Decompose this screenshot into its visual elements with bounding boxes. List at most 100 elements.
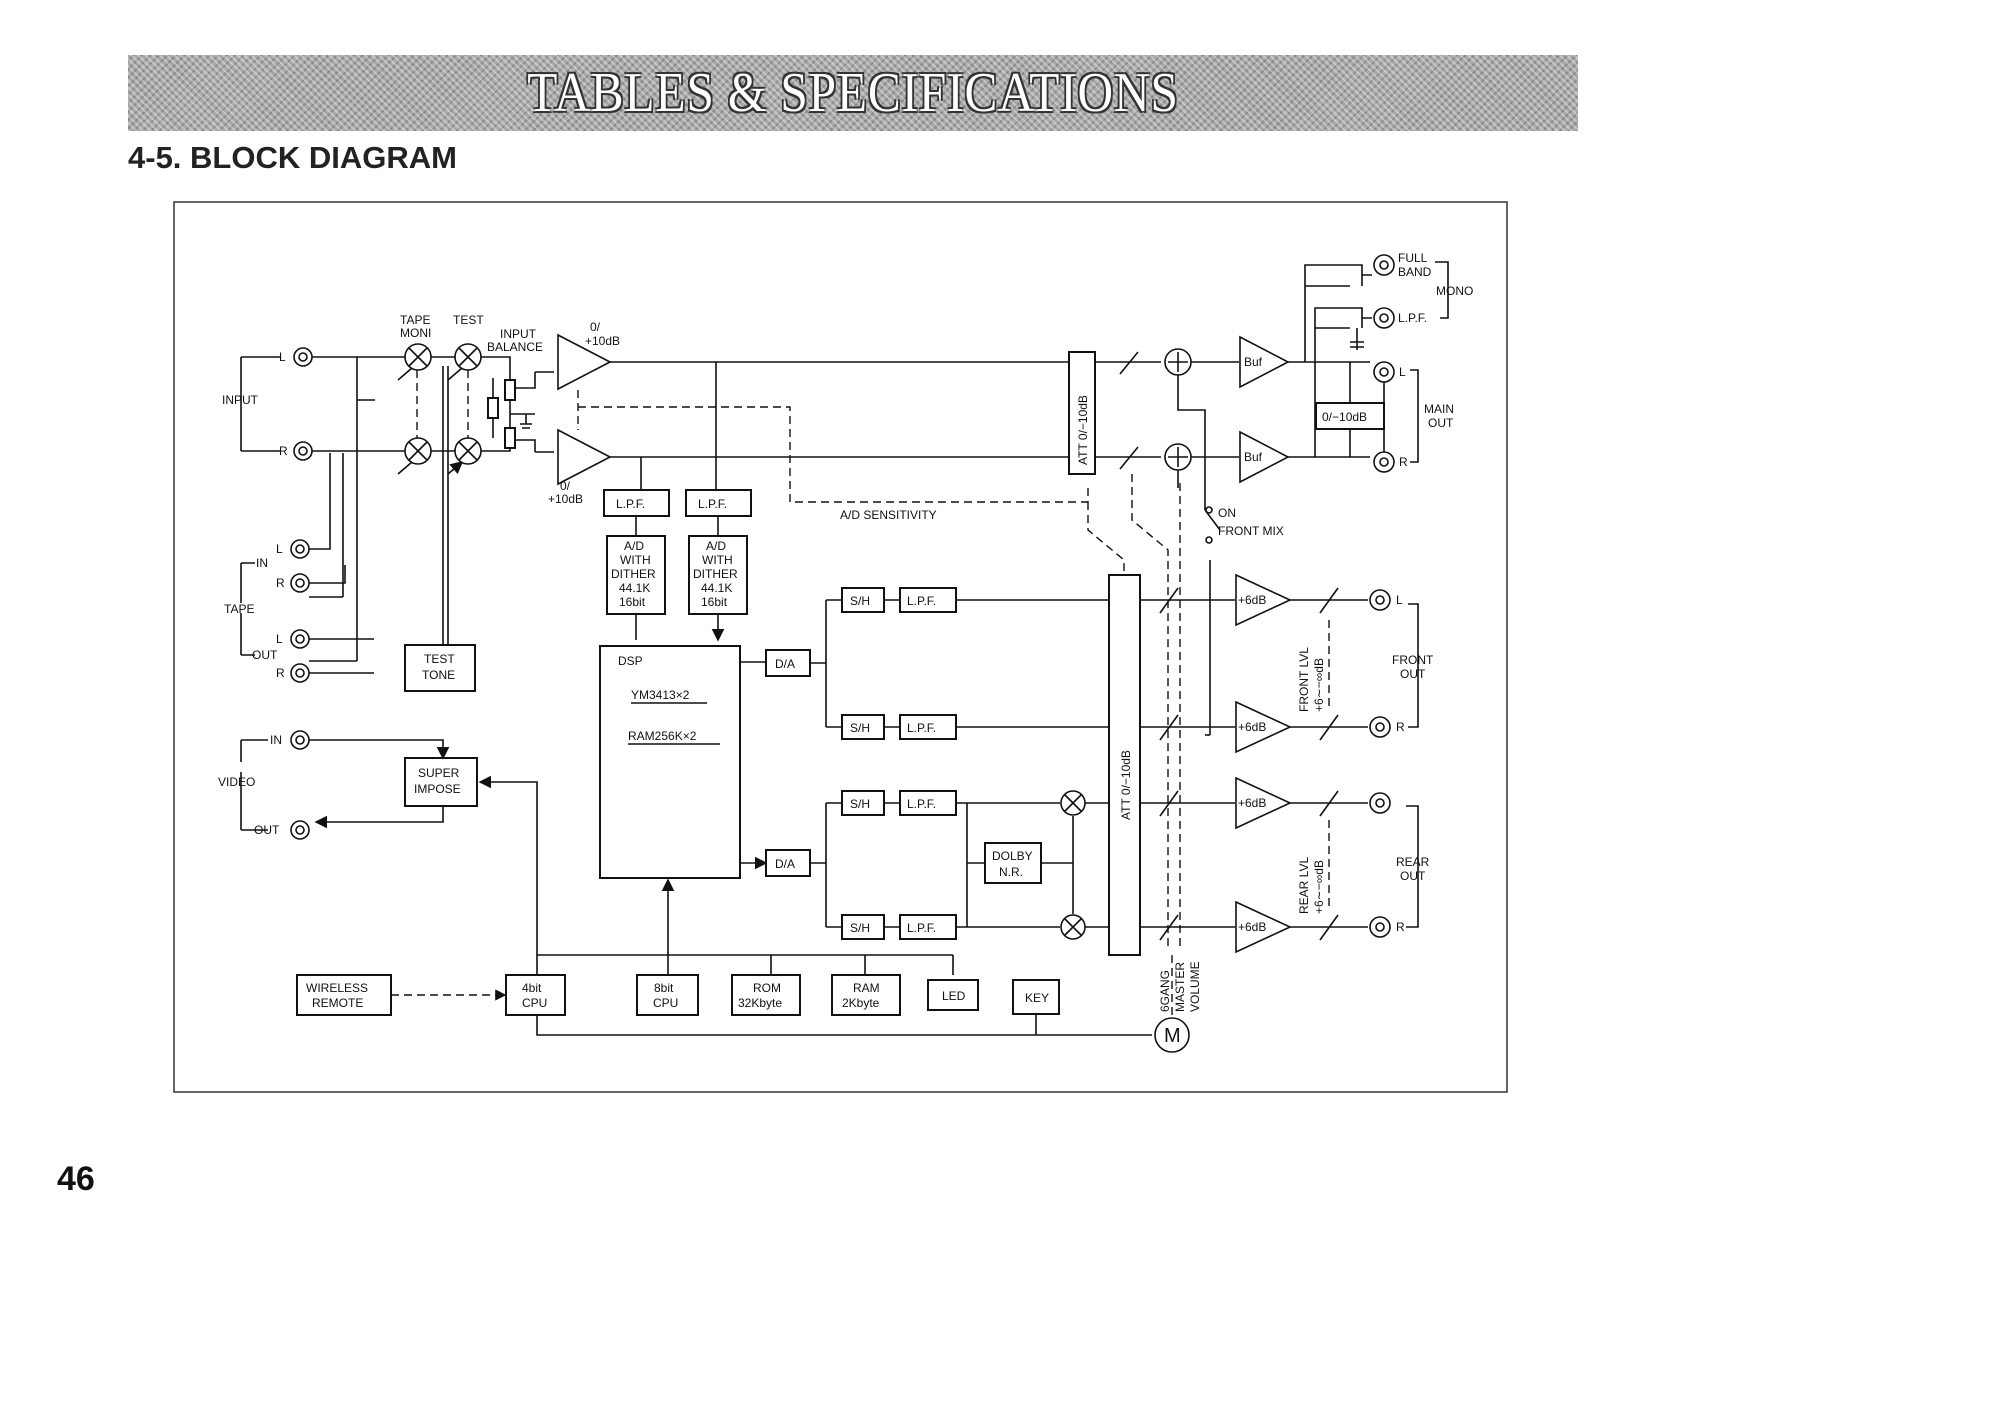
super-impose-box [404,757,478,807]
input-amplifiers: 0/ +10dB 0/ +10dB [548,320,1089,506]
banner-title: TABLES & SPECIFICATIONS [527,62,1179,124]
lpf-box-6 [899,914,957,940]
label-gain-top-2: +10dB [585,334,620,348]
label-test: TEST [453,313,484,327]
buf-amp-r [1239,430,1290,484]
ad-box-2-line3: DITHER [693,567,738,581]
buf-amp-l [1239,335,1290,389]
label-main-out-2: OUT [1428,416,1454,430]
label-tape-out-l: L [276,632,283,646]
led-label: LED [942,989,966,1003]
ad-box-1-line1: A/D [624,539,644,553]
lpf-box-4 [899,714,957,740]
jack-tape-in-l [290,539,310,559]
sh-box-1 [841,587,885,613]
sh-box-3 [841,790,885,816]
lpf-box-4-label: L.P.F. [907,721,936,735]
da-box-1 [765,649,811,677]
lpf-box-6-label: L.P.F. [907,921,936,935]
cpu4-line1: 4bit [522,981,542,995]
label-rear-out-r: R [1396,920,1405,934]
jack-video-out [290,820,310,840]
cpu8-box [636,974,699,1016]
main-output-section: Buf Buf FULL BAND MONO L.P.F. L R 0/−10d… [1239,251,1473,484]
lpf-box-2-label: L.P.F. [698,497,727,511]
dolby-section: DOLBY N.R. [966,790,1109,940]
super-impose-block: SUPER IMPOSE [309,739,538,955]
label-rear-out-2: OUT [1400,869,1426,883]
buf-r-label: Buf [1244,450,1263,464]
amp-front-r [1235,700,1292,754]
sh-box-1-label: S/H [850,594,870,608]
input-section: INPUT L R TAPE IN OUT L R L R VIDEO IN O… [218,347,313,840]
jack-main-out-r [1373,451,1395,473]
rom-box [731,974,801,1016]
ad-box-2-line1: A/D [706,539,726,553]
super-impose-line1: SUPER [418,766,460,780]
cpu4-line2: CPU [522,996,547,1010]
label-input-balance-2: BALANCE [487,340,543,354]
att-main-section: ATT 0/−10dB ON FRONT MIX A/D SENSITIVITY [840,348,1284,950]
wireless-line1: WIRELESS [306,981,368,995]
dsp-label: DSP [618,654,643,668]
label-input-r: R [279,444,288,458]
ram-box [831,974,901,1016]
label-front-mix: FRONT MIX [1218,524,1284,538]
label-tape-out: OUT [252,648,278,662]
da-box-2 [765,849,811,877]
label-front-out-2: OUT [1400,667,1426,681]
label-video-in: IN [270,733,282,747]
att-big-box [1108,574,1141,956]
label-front-out-l: L [1396,593,1403,607]
diagram-frame [173,201,1508,1093]
jack-tape-in-r [290,573,310,593]
label-input-l: L [279,350,286,364]
label-on: ON [1218,506,1236,520]
label-rear-lvl-1: REAR LVL [1297,857,1311,914]
key-label: KEY [1025,991,1049,1005]
sh-box-2-label: S/H [850,721,870,735]
amp-rear-l-label: +6dB [1238,796,1266,810]
amp-rear-l [1235,776,1292,830]
label-rear-lvl-2: +6∼−∞dB [1312,860,1326,914]
motor-label: M [1164,1025,1181,1047]
front-rear-outputs: +6dB +6dB +6dB +6dB FRONT LVL +6∼−∞dB RE… [1235,573,1434,954]
att-main-label: ATT 0/−10dB [1076,395,1090,465]
cpu8-line1: 8bit [654,981,674,995]
label-video-out: OUT [254,823,280,837]
ad-box-1-line3: DITHER [611,567,656,581]
att-big-section: ATT 0/−10dB [1108,574,1235,956]
label-video: VIDEO [218,775,255,789]
header-banner: TABLES & SPECIFICATIONS [128,55,1578,131]
lpf-box-5-label: L.P.F. [907,797,936,811]
ram-line1: RAM [853,981,880,995]
amp-rear-r [1235,900,1292,954]
ad-box-2-line5: 16bit [701,595,728,609]
label-input: INPUT [222,393,259,407]
label-tape: TAPE [224,602,254,616]
dsp-ram: RAM256K×2 [628,729,697,743]
jack-lpf-out [1373,307,1395,329]
label-tape-moni-1: TAPE [400,313,430,327]
sh-box-3-label: S/H [850,797,870,811]
label-tape-in-l: L [276,542,283,556]
label-mono: MONO [1436,284,1473,298]
ad-box-2-line2: WITH [702,553,733,567]
amp-front-l [1235,573,1292,627]
label-vol-3: VOLUME [1188,961,1202,1012]
jack-front-out-l [1369,589,1391,611]
label-tape-out-r: R [276,666,285,680]
lpf-ad-section: L.P.F. L.P.F. A/D WITH DITHER 44.1K 16bi… [603,489,752,640]
buf-l-label: Buf [1244,355,1263,369]
da-box-1-label: D/A [775,657,795,671]
dolby-box [984,842,1042,884]
main-att-label: 0/−10dB [1322,410,1367,424]
jack-front-out-r [1369,716,1391,738]
att-main-box [1068,351,1096,475]
label-front-out-1: FRONT [1392,653,1434,667]
ad-box-1 [606,535,666,615]
label-ad-sensitivity: A/D SENSITIVITY [840,508,937,522]
label-rear-out-1: REAR [1396,855,1430,869]
